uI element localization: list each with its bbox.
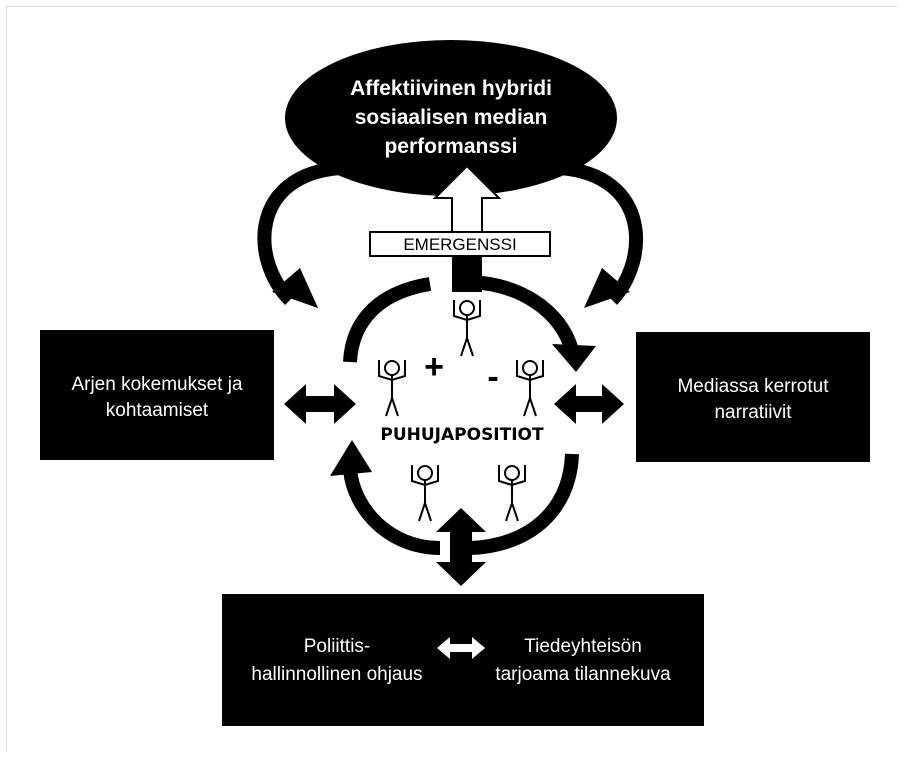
left-box-line-2: kohtaamiset <box>106 400 209 421</box>
left-feedback-arrowhead <box>272 268 318 308</box>
bottom-box-right-line-2: tarjoama tilannekuva <box>495 664 671 685</box>
bottom-double-arrow <box>436 508 486 586</box>
top-ellipse <box>285 40 617 196</box>
bottom-box <box>222 594 704 726</box>
cycle-top-right-arc <box>469 275 579 353</box>
right-feedback-arrow <box>559 161 643 305</box>
left-double-arrow <box>284 384 356 424</box>
right-box <box>636 332 870 462</box>
center-label: PUHUJAPOSITIOT <box>380 425 544 445</box>
cycle-top-left-arc <box>343 277 432 363</box>
cycle-bottom-left-arc <box>343 468 441 555</box>
top-ellipse-line-3: performanssi <box>384 135 517 158</box>
plus-sign: + <box>424 348 444 386</box>
right-feedback-arrowhead <box>584 268 630 308</box>
bottom-box-inner-double-arrow <box>437 637 485 659</box>
bottom-box-left-line-1: Poliittis- <box>304 636 371 657</box>
stick-figure-right <box>516 359 544 417</box>
right-box-line-1: Mediassa kerrotut <box>677 376 829 397</box>
cycle-bottom-left-head <box>330 440 372 476</box>
top-ellipse-line-1: Affektiivinen hybridi <box>350 77 552 100</box>
stick-figure-left <box>378 359 406 417</box>
bottom-box-left-line-2: hallinnollinen ohjaus <box>251 664 422 685</box>
right-box-line-2: narratiivit <box>714 402 792 423</box>
cycle-top-right-head <box>552 344 596 372</box>
stick-figure-bottom-left <box>411 464 439 522</box>
right-double-arrow <box>554 384 624 424</box>
stick-figure-top <box>453 299 481 357</box>
emergence-label: EMERGENSSI <box>403 235 516 254</box>
stick-figure-bottom-right <box>498 464 526 522</box>
top-ellipse-line-2: sosiaalisen median <box>355 106 548 129</box>
figure-frame <box>6 6 897 752</box>
minus-sign: - <box>487 358 498 396</box>
left-box-line-1: Arjen kokemukset ja <box>71 374 243 395</box>
bottom-box-right-line-1: Tiedeyhteisön <box>524 636 642 657</box>
cycle-bottom-right-arc <box>469 453 579 555</box>
emergence-label-box <box>369 231 551 257</box>
left-box <box>40 330 274 460</box>
left-feedback-arrow <box>257 161 341 305</box>
